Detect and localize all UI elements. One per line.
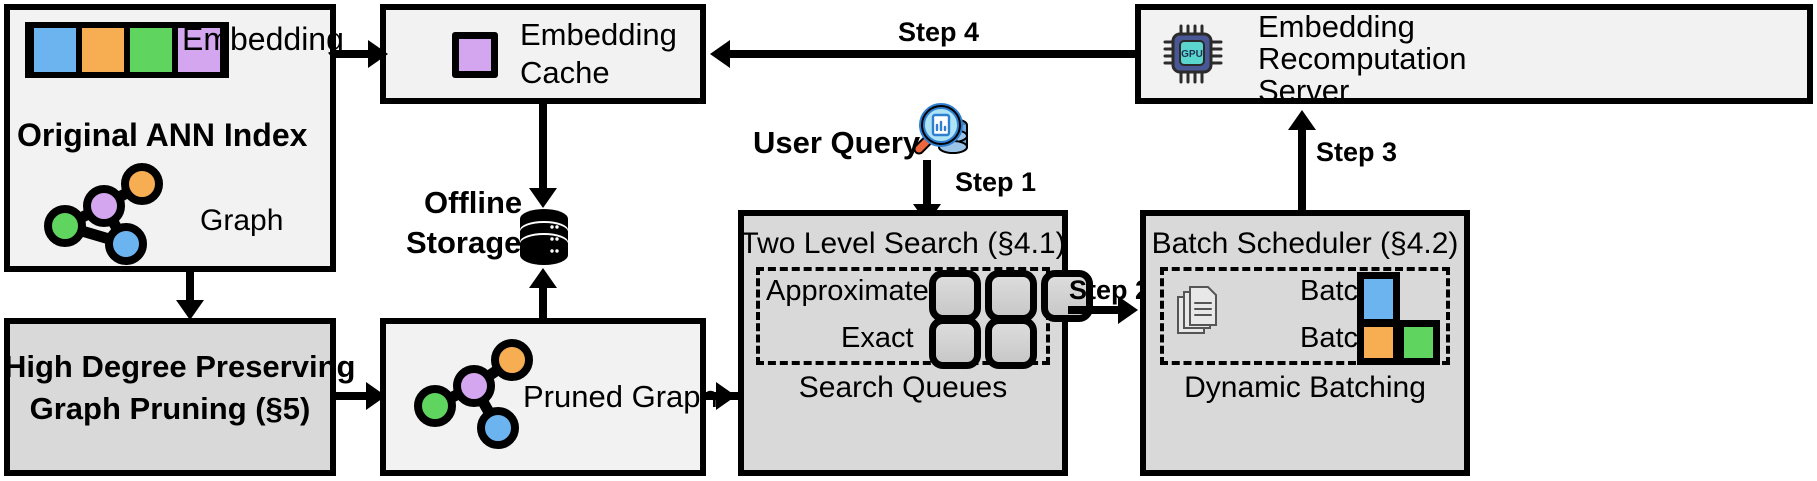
step2-label: Step 2	[1069, 275, 1151, 305]
offline-storage-line2: Storage	[406, 225, 522, 260]
step3-label: Step 3	[1316, 137, 1398, 167]
arrow-cache-to-storage-head	[529, 188, 557, 208]
pruned-graph-label: Pruned Graph	[523, 379, 718, 414]
arrow-pruned-to-storage-head	[529, 268, 557, 288]
step1-label: Step 1	[955, 167, 1037, 197]
two-level-search-title: Two Level Search (§4.1)	[740, 227, 1066, 260]
recomputation-server-line3: Server	[1258, 73, 1350, 108]
batch-2-swatch-0	[1357, 320, 1400, 365]
search-database-icon	[913, 103, 968, 155]
gpu-chip-icon: GPU	[1163, 24, 1223, 84]
approximate-queue-slot	[985, 270, 1037, 322]
graph-label: Graph	[200, 204, 284, 237]
batch-2-swatch-1	[1397, 320, 1440, 365]
arrow-index-to-pruning-head	[176, 300, 204, 320]
arrow-pruned-to-storage-line	[539, 288, 547, 318]
embedding-swatch-0	[31, 28, 79, 72]
dynamic-batching-dashed-region	[1160, 267, 1450, 365]
offline-storage-line1: Offline	[424, 185, 523, 220]
recomputation-server-line2: Recomputation	[1258, 41, 1467, 76]
arrow-search-to-scheduler-head	[1118, 296, 1138, 324]
arrow-search-to-scheduler-line	[1068, 306, 1126, 314]
original-ann-index-title: Original ANN Index	[17, 117, 308, 153]
arrow-server-to-cache-line	[730, 50, 1135, 58]
user-query-label: User Query	[753, 125, 921, 160]
exact-queue-slot	[985, 317, 1037, 369]
arrow-index-to-pruning-line	[186, 272, 194, 304]
recomputation-server-line1: Embedding	[1258, 9, 1415, 44]
arrow-scheduler-to-server-head	[1288, 110, 1316, 130]
search-queues-footer: Search Queues	[798, 371, 1008, 404]
exact-queue-slot	[929, 317, 981, 369]
embedding-cache-icon	[452, 32, 498, 78]
embedding-swatch-strip	[25, 22, 229, 78]
arrow-cache-to-storage-line	[539, 104, 547, 192]
arrow-index-to-cache-head	[368, 40, 388, 68]
graph-pruning-box	[4, 318, 336, 476]
dynamic-batching-footer: Dynamic Batching	[1184, 371, 1426, 404]
exact-row-label: Exact	[841, 322, 914, 354]
arrow-pruning-to-pruned-line	[336, 392, 370, 400]
graph-pruning-title-line1: High Degree Preserving	[4, 349, 356, 384]
arrow-scheduler-to-server-line	[1298, 128, 1306, 210]
graph-pruning-title-line2: Graph Pruning (§5)	[29, 391, 311, 426]
documents-icon	[1177, 286, 1217, 334]
database-icon	[520, 209, 568, 265]
embedding-swatch-3	[175, 28, 223, 72]
approximate-queue-slot	[929, 270, 981, 322]
arrow-index-to-cache-line	[336, 50, 374, 58]
original-graph-icon	[44, 163, 163, 265]
approximate-row-label: Approximate	[766, 275, 929, 307]
arrow-query-to-search-line	[923, 160, 931, 208]
approximate-queue-row	[929, 270, 1093, 322]
step4-label: Step 4	[898, 17, 980, 47]
embedding-swatch-1	[79, 28, 127, 72]
pruned-graph-box	[380, 318, 706, 476]
pruned-graph-icon	[414, 339, 533, 449]
embedding-label: Embedding	[182, 21, 344, 57]
arrow-server-to-cache-head	[710, 40, 730, 68]
embedding-swatch-2	[127, 28, 175, 72]
embedding-cache-line2: Cache	[520, 55, 610, 90]
batch-1-swatch-0	[1357, 272, 1400, 326]
svg-text:GPU: GPU	[1181, 49, 1203, 60]
recomputation-server-box	[1135, 4, 1813, 104]
arrow-pruned-to-search-head	[716, 382, 736, 410]
embedding-cache-line1: Embedding	[520, 17, 677, 52]
exact-queue-row	[929, 317, 1037, 369]
batch-scheduler-title: Batch Scheduler (§4.2)	[1151, 227, 1459, 260]
